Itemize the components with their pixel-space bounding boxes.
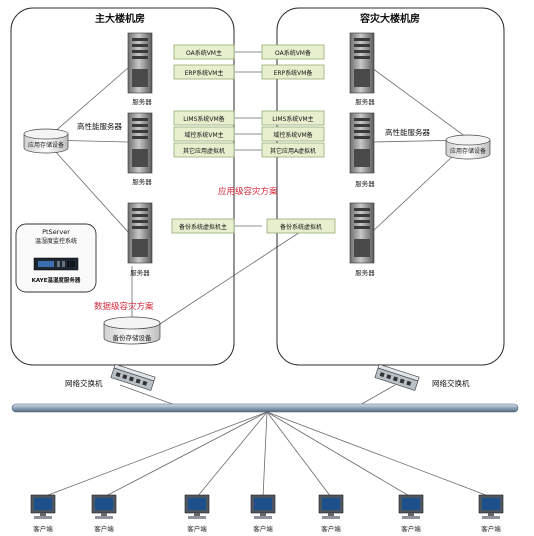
client-computer-icon [398,494,424,519]
hp-server-label-dr: 高性能服务器 [385,127,430,137]
monitor-title: PtServer [42,228,70,236]
vm-box[interactable] [261,142,325,158]
dr-room-box [276,7,505,366]
vm-box[interactable] [261,110,325,126]
vm-label: LIMS系统VM主 [272,115,313,123]
vm-label: ERP系统VM主 [185,69,224,77]
vm-label: OA系统VM主 [186,49,222,57]
client-label: 客户端 [253,524,273,533]
main-room-title: 主大楼机房 [95,12,145,25]
client-label: 客户端 [401,524,421,533]
vm-box[interactable] [173,142,235,158]
vm-box[interactable] [173,110,235,126]
clients [30,494,504,519]
vm-boxes-dr: OA系统VM备 ERP系统VM备 LIMS系统VM主 域控系统VM备 其它应用A… [261,44,336,234]
server-label: 服务器 [355,268,375,277]
switch-label-main: 网络交换机 [65,378,103,388]
vm-box[interactable] [261,44,325,60]
vm-box[interactable] [266,218,336,234]
vm-label: 备份系统虚拟机 [280,223,322,231]
switch-icon [374,363,420,391]
client-label: 客户端 [481,524,501,533]
server-label: 服务器 [132,97,152,106]
backup-storage-label: 备份存储设备 [113,333,153,342]
switch-icon [110,363,156,391]
app-storage-label-main: 应用存储设备 [28,141,64,149]
storage-icon [23,128,69,154]
client-computer-icon [184,494,210,519]
vm-label: 其它应用A虚拟机 [270,147,316,155]
vm-boxes-main: OA系统VM主 ERP系统VM主 LIMS系统VM备 域控系统VM主 其它应用虚… [171,44,235,234]
vm-box[interactable] [261,64,325,80]
server-labels: 服务器 服务器 服务器 服务器 服务器 服务器 [130,97,375,277]
monitor-panel: PtServer 温湿度监控系统 KAYE温湿度服务器 [15,223,97,293]
switch-label-dr: 网络交换机 [432,378,470,388]
client-computer-icon [30,494,56,519]
vm-label: OA系统VM备 [275,49,311,57]
monitor-device-label: KAYE温湿度服务器 [32,276,81,284]
network-backbone [11,403,519,413]
server-label: 服务器 [130,268,150,277]
client-label: 客户端 [94,524,114,533]
vm-box[interactable] [173,126,235,142]
server-label: 服务器 [355,97,375,106]
client-computer-icon [91,494,117,519]
vm-box[interactable] [171,218,235,234]
client-computer-icon [318,494,344,519]
server-label: 服务器 [355,179,375,188]
client-label: 客户端 [321,524,341,533]
data-dr-label: 数据级容灾方案 [94,301,154,312]
server-icon [127,202,153,264]
main-room-box [10,7,235,366]
server-icon [349,112,375,174]
client-computer-icon [250,494,276,519]
vm-label: 域控系统VM备 [273,131,312,139]
dr-room-title: 容灾大楼机房 [359,12,420,25]
backup-storage-icon [103,316,161,345]
server-icon [349,32,375,94]
vm-label: 域控系统VM主 [184,131,223,139]
client-labels: 客户端 客户端 客户端 客户端 客户端 客户端 客户端 [33,524,501,533]
kaye-device-icon [33,257,79,271]
server-icon [127,32,153,94]
storage-icon [445,134,491,160]
app-storage-label-dr: 应用存储设备 [450,147,486,155]
client-label: 客户端 [187,524,207,533]
vm-label: 备份系统虚拟机主 [179,223,227,231]
vm-label: 其它应用虚拟机 [183,147,225,155]
app-dr-label: 应用级容灾方案 [218,186,278,197]
client-label: 客户端 [33,524,53,533]
vm-label: ERP系统VM备 [274,69,313,77]
client-computer-icon [478,494,504,519]
hp-server-label-main: 高性能服务器 [77,121,122,131]
vm-box[interactable] [173,44,235,60]
vm-box[interactable] [261,126,325,142]
monitor-subtitle: 温湿度监控系统 [35,237,77,245]
vm-box[interactable] [173,64,235,80]
server-label: 服务器 [132,177,152,186]
vm-label: LIMS系统VM备 [183,115,224,123]
server-icon [127,112,153,174]
server-icon [349,202,375,264]
